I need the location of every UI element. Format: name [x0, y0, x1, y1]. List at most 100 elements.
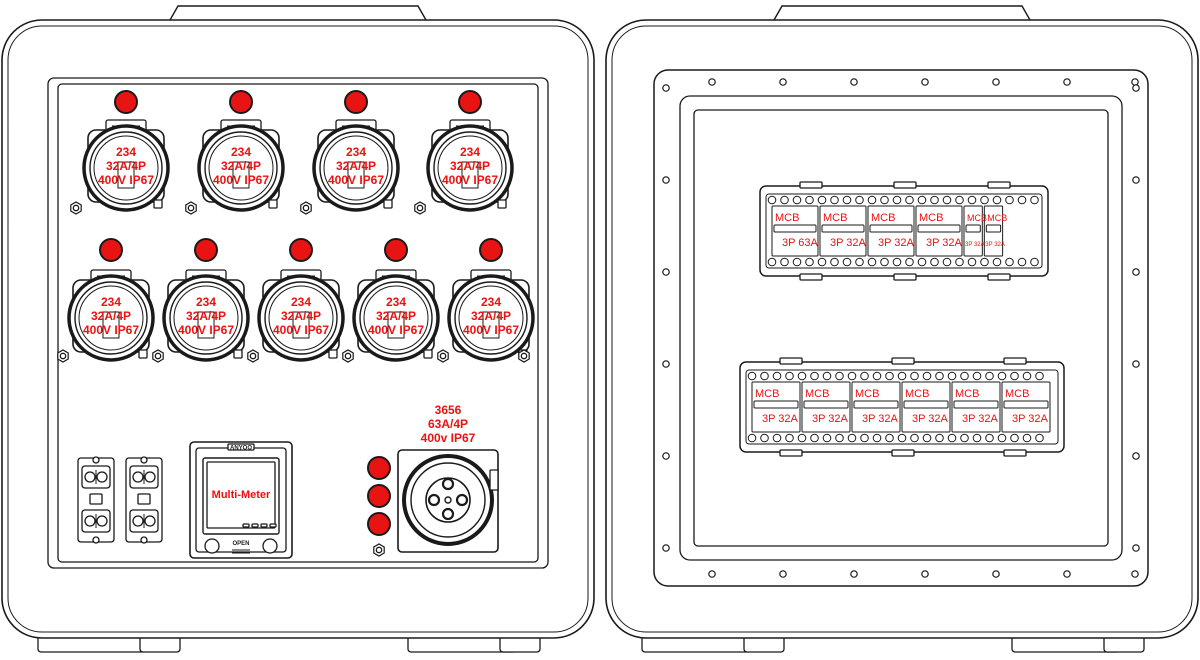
socket-key — [482, 311, 500, 339]
rail-clip — [799, 181, 823, 189]
nut-hole — [344, 352, 352, 360]
bolt-icon — [992, 78, 1000, 86]
terminal-screw — [917, 257, 927, 267]
bolt-icon — [1132, 360, 1140, 368]
terminal-screw — [1022, 433, 1032, 443]
mcb-body — [801, 381, 851, 433]
domestic-outlet-2[interactable] — [125, 456, 163, 544]
bolt-icon — [1132, 452, 1140, 460]
outlet-screw-block — [89, 493, 103, 505]
terminal-screw — [797, 433, 807, 443]
indicator-lamp — [114, 90, 138, 114]
socket-key — [387, 311, 405, 339]
mcb-toggle-slot — [773, 224, 817, 233]
nut-icon — [414, 201, 426, 215]
meter-brand-plate — [227, 443, 255, 451]
terminal-screw — [822, 371, 832, 381]
nut-icon — [518, 349, 530, 363]
terminal-screw — [872, 371, 882, 381]
terminal-screw — [905, 195, 914, 205]
rail-clip — [799, 273, 823, 281]
mcb-body — [751, 381, 801, 433]
terminal-screw — [897, 433, 907, 443]
mcb-type-label: MCB — [805, 388, 829, 400]
indicator-lamp — [99, 238, 123, 262]
terminal-screw — [955, 257, 964, 267]
bolt-icon — [662, 84, 670, 92]
nut-icon — [247, 349, 259, 363]
terminal-screw — [892, 195, 902, 205]
rail-clip — [779, 449, 803, 457]
bolt-icon — [779, 78, 787, 86]
terminal-screw — [1022, 371, 1032, 381]
meter-button — [242, 523, 250, 528]
terminal-screw — [1005, 257, 1014, 267]
terminal-screw — [885, 433, 894, 443]
mcb-type-label: MCB — [855, 388, 879, 400]
terminal-screw — [947, 433, 957, 443]
main-socket-pin — [455, 493, 469, 507]
nut-icon — [437, 349, 449, 363]
mcb-type-label: MCB — [871, 212, 895, 224]
socket-code-label: 234 — [291, 295, 311, 309]
socket-face — [208, 135, 274, 201]
mcb-type-label: MCB — [755, 388, 779, 400]
mcb-body — [867, 205, 915, 257]
terminal-screw — [922, 371, 932, 381]
mcb-body — [819, 205, 867, 257]
meter-button — [251, 523, 259, 528]
main-socket-63a[interactable] — [397, 449, 499, 553]
terminal-screw — [1017, 257, 1027, 267]
nut-hole — [154, 352, 162, 360]
terminal-screw — [930, 195, 939, 205]
socket-rating-label: 32A/4P — [376, 309, 416, 323]
mcb-type-label: MCB — [775, 212, 799, 224]
mcb-rating-label: 3P 32A — [985, 242, 1005, 248]
main-socket-code-label: 3656 — [435, 403, 462, 417]
socket-key — [347, 161, 365, 189]
bolt-icon — [662, 452, 670, 460]
terminal-screw — [855, 257, 864, 267]
domestic-outlet-1[interactable] — [77, 456, 115, 544]
bolt-icon — [779, 570, 787, 578]
outlet-screw — [92, 456, 100, 464]
socket-rating-label: 32A/4P — [450, 159, 490, 173]
bolt-icon — [1063, 78, 1071, 86]
terminal-screw — [972, 371, 982, 381]
nut-hole — [439, 352, 447, 360]
socket-key — [117, 161, 135, 189]
mcb-body — [963, 205, 983, 257]
socket-key — [292, 311, 310, 339]
indicator-lamp — [289, 238, 313, 262]
mcb-toggle-slot — [903, 400, 949, 409]
indicator-lamp — [344, 90, 368, 114]
socket-code-label: 234 — [231, 145, 251, 159]
meter-knob — [262, 538, 278, 554]
terminal-screw — [747, 371, 757, 381]
bolt-icon — [708, 570, 716, 578]
terminal-screw — [1035, 433, 1044, 443]
mcb-toggle-slot — [853, 400, 899, 409]
